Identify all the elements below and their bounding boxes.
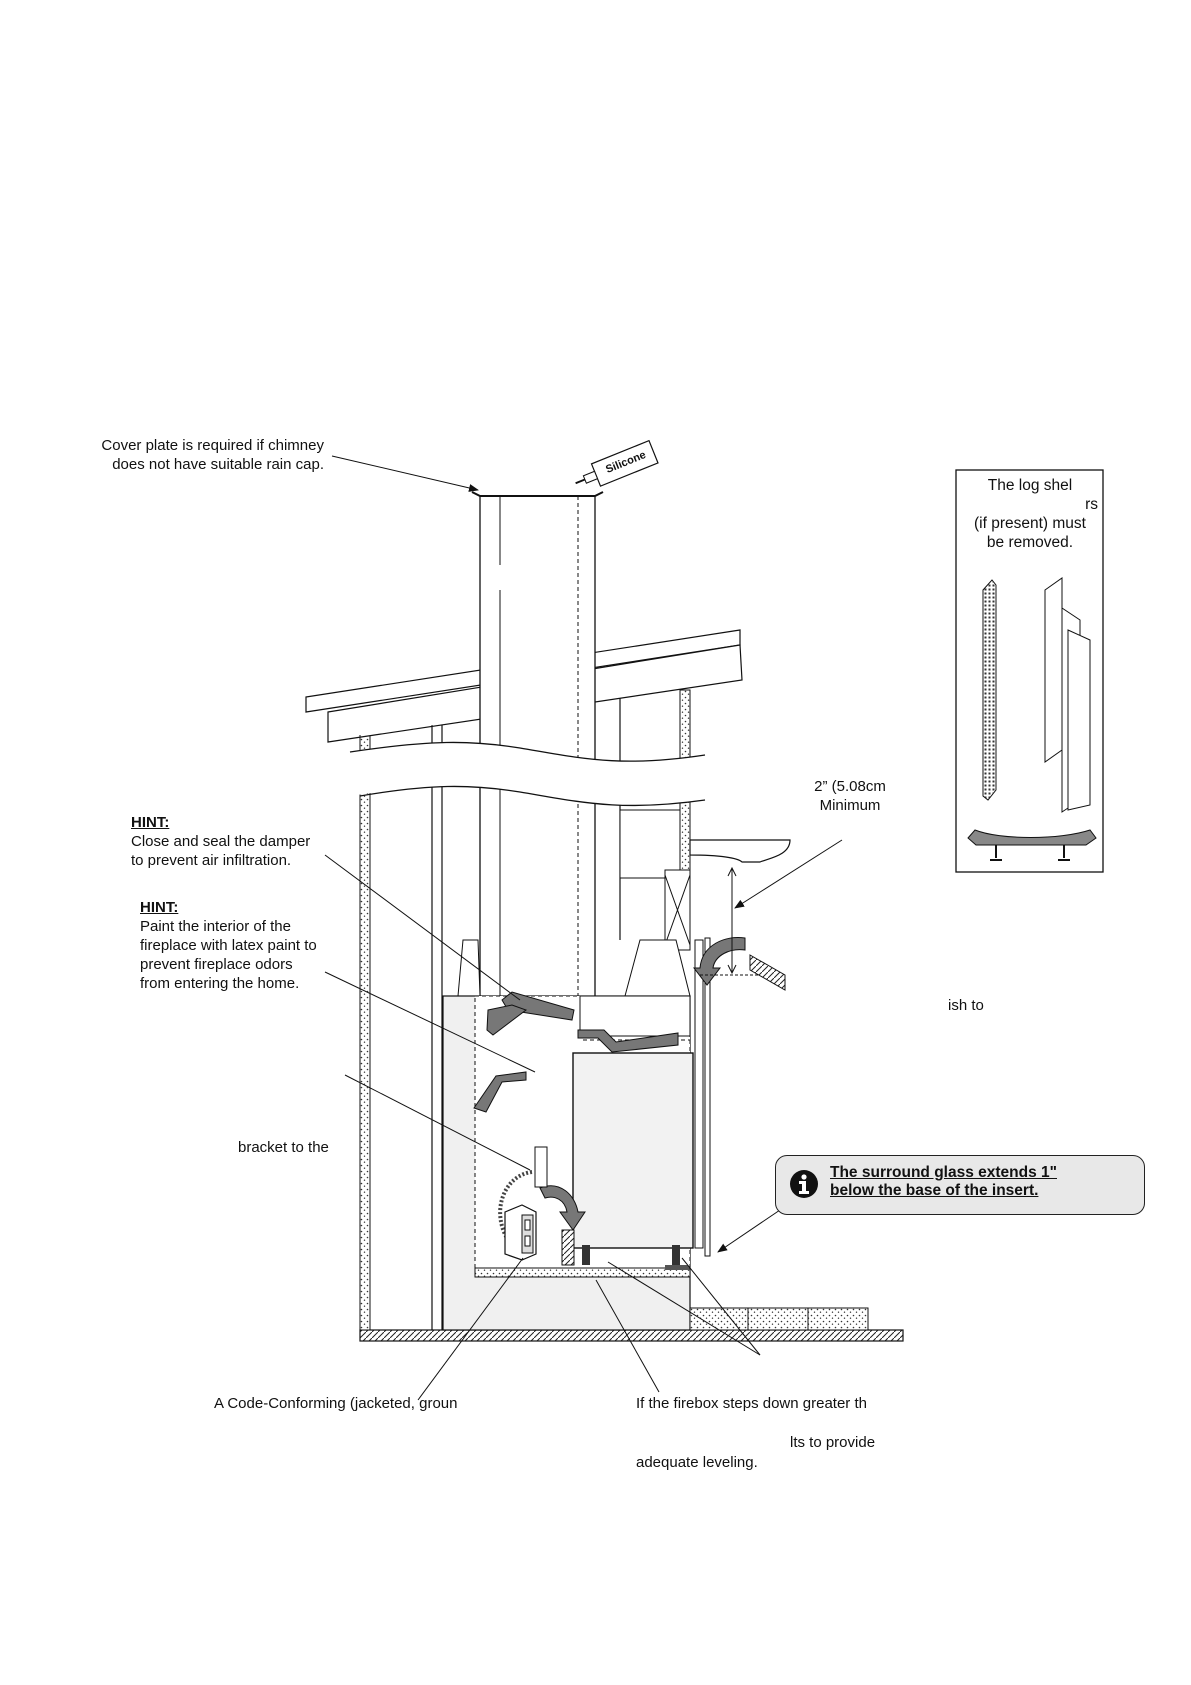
firebox-label-2: lts to provide — [790, 1434, 876, 1451]
glass-note-box: The surround glass extends 1"below the b… — [775, 1155, 1145, 1215]
firebox-label-1: If the firebox steps down greater th — [636, 1395, 867, 1412]
damper — [473, 991, 679, 1113]
floor — [359, 1329, 904, 1342]
hint-paint: HINT: Paint the interior of the fireplac… — [140, 899, 317, 992]
left-wall — [359, 720, 443, 1331]
glass-note-text: The surround glass extends 1"below the b… — [830, 1164, 1057, 1199]
hearth — [689, 1307, 869, 1331]
bracket-label: bracket to the — [238, 1139, 329, 1156]
firebox-label-3: adequate leveling. — [636, 1454, 758, 1471]
right-wall — [619, 689, 691, 951]
fireplace-insert — [572, 937, 711, 1270]
silicone-tube — [575, 439, 659, 487]
dimension-2in — [700, 866, 760, 976]
vent-grille — [749, 954, 786, 991]
electrical-outlet — [498, 1170, 537, 1261]
hint-damper: HINT: Close and seal the damper to preve… — [131, 814, 311, 869]
flush-label: ish to — [948, 997, 984, 1014]
bracket — [534, 1146, 575, 1266]
leader-lines — [324, 455, 843, 1401]
info-icon — [790, 1170, 818, 1198]
log-shelf-label: The log shel rs (if present) must be rem… — [974, 477, 1098, 551]
break-line — [349, 741, 706, 807]
log-shelf-inset — [955, 469, 1104, 873]
mantel — [689, 839, 791, 863]
outlet-label: A Code-Conforming (jacketed, groun — [214, 1395, 458, 1412]
